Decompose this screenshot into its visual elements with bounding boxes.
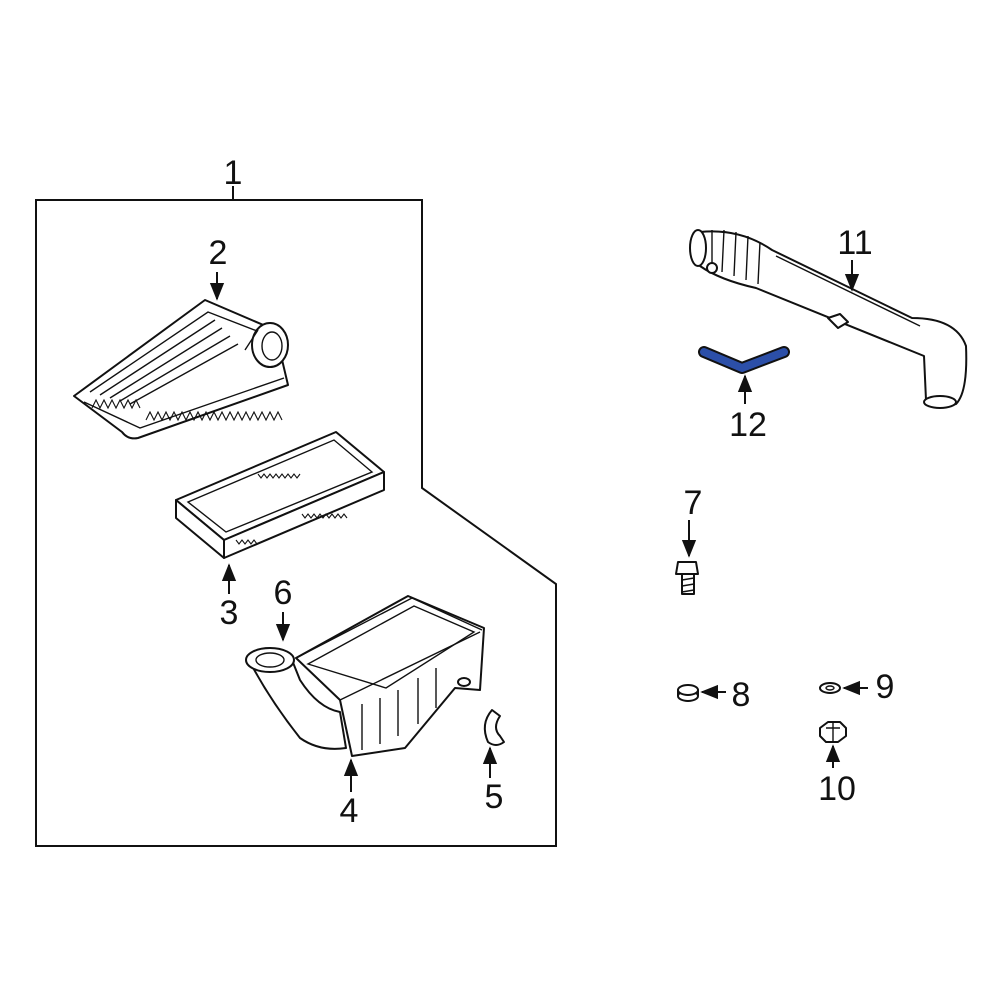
vent-hose — [698, 346, 790, 374]
grommet — [677, 684, 699, 702]
nut — [819, 721, 847, 743]
intake-tube — [689, 229, 968, 409]
callout-4: 4 — [340, 792, 359, 830]
air-cleaner-tray — [245, 595, 485, 757]
callout-6: 6 — [274, 574, 293, 612]
callout-8: 8 — [732, 676, 751, 714]
callout-10: 10 — [818, 770, 856, 808]
callout-9: 9 — [876, 668, 895, 706]
callout-12: 12 — [729, 406, 767, 444]
callout-5: 5 — [485, 778, 504, 816]
callout-7: 7 — [684, 484, 703, 522]
air-cleaner-cover — [73, 299, 289, 440]
retaining-clip — [483, 709, 505, 746]
callout-3: 3 — [220, 594, 239, 632]
assembly-box — [35, 186, 557, 847]
leader-lines — [209, 260, 868, 792]
bolt — [675, 561, 699, 595]
callout-labels: 1 2 3 4 5 6 7 8 9 10 11 12 — [209, 154, 895, 830]
callout-1: 1 — [224, 154, 243, 192]
washer — [819, 682, 841, 694]
callout-11: 11 — [837, 224, 872, 262]
air-filter-element — [175, 431, 385, 559]
callout-2: 2 — [209, 234, 228, 272]
